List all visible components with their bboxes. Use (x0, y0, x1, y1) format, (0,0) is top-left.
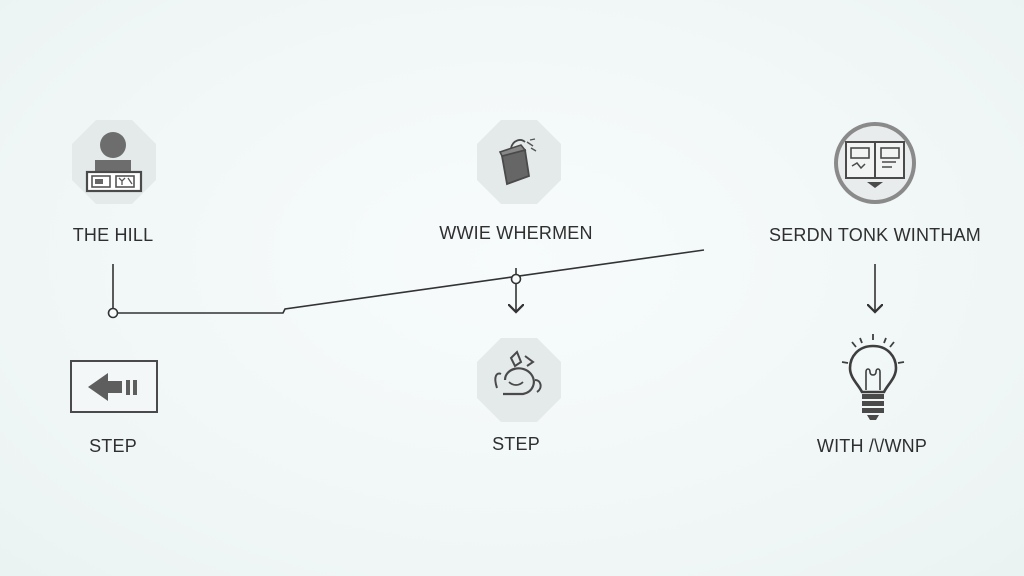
node-label-serdn-tonk-wintham: SERDN TONK WINTHAM (769, 225, 981, 245)
node-label-the-hill: THE HILL (72, 225, 154, 245)
connector-main-line (113, 249, 705, 314)
lightbulb-icon (841, 334, 905, 420)
junction-dot-middle (510, 273, 522, 285)
junction-dot-left (107, 307, 119, 319)
box-in-hand-icon (477, 120, 561, 204)
hand-sketch-icon (477, 338, 561, 422)
back-arrow-icon (70, 360, 158, 413)
node-label-wwie-whermen: WWIE WHERMEN (439, 223, 593, 243)
node-label-step-left: STEP (89, 436, 137, 456)
document-monitor-icon (834, 122, 916, 204)
node-label-with-wnp: WITH /\/WNP (816, 436, 928, 456)
node-label-step-middle: STEP (492, 434, 540, 454)
person-at-desk-icon (72, 120, 156, 204)
